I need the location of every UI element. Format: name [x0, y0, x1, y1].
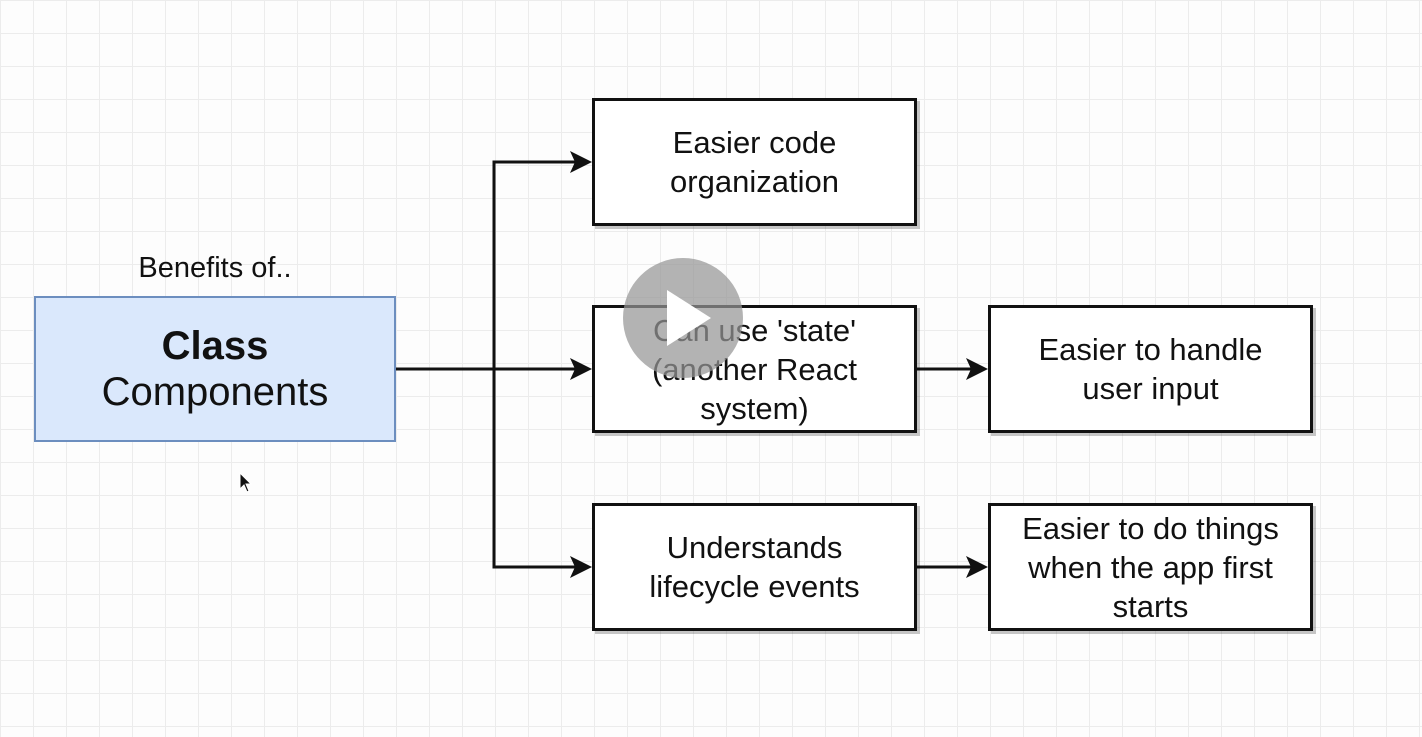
arrowhead-input: [966, 358, 988, 380]
mouse-pointer-icon: [239, 472, 253, 493]
lifecycle-events-box: Understands lifecycle events: [592, 503, 917, 631]
user-input-box: Easier to handle user input: [988, 305, 1313, 433]
code-organization-box: Easier code organization: [592, 98, 917, 226]
arrowhead-lifecycle: [570, 556, 592, 578]
play-icon: [667, 290, 711, 346]
class-components-box: Class Components: [34, 296, 396, 442]
connector-branch-top: [492, 160, 576, 369]
diagram-caption: Benefits of..: [138, 252, 292, 284]
arrowhead-first-starts: [966, 556, 988, 578]
arrowhead-organization: [570, 151, 592, 173]
video-play-button[interactable]: [623, 258, 743, 378]
app-first-starts-box: Easier to do things when the app first s…: [988, 503, 1313, 631]
main-box-subtitle: Components: [101, 370, 329, 414]
main-box-title: Class: [161, 324, 269, 368]
connector-branch-bottom: [492, 369, 576, 569]
arrowhead-state: [570, 358, 592, 380]
